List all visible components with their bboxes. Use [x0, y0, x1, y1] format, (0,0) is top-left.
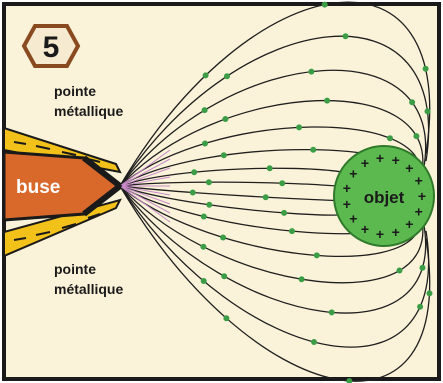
charged-particle — [221, 273, 228, 280]
charged-particle — [426, 290, 433, 297]
plus-charge: + — [361, 155, 369, 171]
charged-particle — [206, 201, 213, 208]
charged-particle — [298, 276, 305, 283]
charged-particle — [346, 378, 353, 383]
plus-charge: + — [343, 196, 351, 212]
charged-particle — [220, 152, 227, 159]
plus-charge: + — [349, 210, 357, 226]
plus-charge: + — [418, 188, 426, 204]
charged-particle — [201, 107, 208, 114]
charged-particle — [262, 194, 269, 201]
charged-particle — [311, 339, 317, 345]
charged-particle — [419, 264, 426, 271]
charged-particle — [266, 165, 273, 172]
plus-charge: + — [415, 173, 423, 189]
metal-tip-bottom-icon — [3, 198, 122, 258]
charged-particle — [224, 73, 230, 80]
charged-particle — [396, 267, 403, 274]
object-circle-icon — [333, 145, 435, 247]
charged-particle — [200, 243, 207, 250]
plus-charge: + — [343, 180, 351, 196]
plus-charge: + — [392, 224, 400, 240]
charged-particle — [296, 124, 303, 131]
plus-charge: + — [376, 150, 384, 166]
spray-line — [119, 158, 171, 187]
nozzle-label: buse — [16, 177, 60, 198]
field-line — [119, 1, 431, 187]
spray-cone — [119, 149, 171, 223]
nozzle-icon — [2, 150, 123, 222]
charged-particle — [289, 228, 295, 235]
charged-particle — [321, 1, 328, 8]
tip-bottom-label-line2: métallique — [54, 281, 123, 297]
plus-charge: + — [361, 221, 369, 237]
tip-top-label-line2: métallique — [54, 103, 123, 119]
charged-particle — [202, 72, 209, 79]
plus-charge: + — [376, 226, 384, 242]
spray-line — [119, 185, 171, 214]
charged-particle — [202, 140, 208, 147]
charged-particle — [424, 108, 431, 115]
charged-particle — [324, 97, 331, 104]
spray-line — [119, 176, 171, 187]
step-number: 5 — [43, 31, 60, 64]
field-line — [119, 69, 427, 187]
charged-particle — [409, 99, 416, 106]
charged-particle — [422, 65, 429, 72]
step-badge-icon — [21, 24, 81, 68]
charged-particle — [417, 303, 424, 310]
charged-particle — [191, 169, 198, 176]
field-line — [119, 185, 431, 382]
object-label: objet — [364, 188, 405, 207]
charged-particle — [308, 68, 315, 75]
charged-particle — [205, 179, 212, 186]
spray-line — [119, 185, 171, 223]
charged-particle — [222, 116, 229, 122]
field-line — [119, 185, 424, 284]
field-line — [119, 35, 430, 187]
spray-line — [119, 185, 171, 205]
tip-bottom-label-line1: pointe — [54, 261, 96, 277]
charged-particle — [200, 278, 207, 284]
spray-line — [119, 167, 171, 187]
particles — [189, 1, 433, 383]
spray-line — [119, 185, 171, 196]
charged-particle — [223, 315, 230, 322]
charged-particle — [387, 135, 393, 142]
plus-charge: + — [405, 160, 413, 176]
plus-charge: + — [392, 152, 400, 168]
plus-charge: + — [405, 216, 413, 232]
charged-particle — [313, 252, 320, 259]
charged-particle — [413, 133, 420, 140]
field-line — [119, 185, 427, 314]
spray-line — [119, 149, 171, 187]
charged-particle — [281, 209, 288, 216]
plus-charge: + — [415, 204, 423, 220]
tip-top-label-line1: pointe — [54, 83, 96, 99]
plus-charge: + — [349, 166, 357, 182]
charged-particle — [220, 234, 227, 241]
charged-particle — [342, 33, 349, 40]
charged-particle — [189, 189, 196, 196]
charged-particle — [310, 146, 317, 153]
charged-particle — [328, 309, 335, 316]
object-charges: +++++++++++++++ — [343, 150, 426, 242]
charged-particle — [200, 213, 207, 220]
charged-particle — [279, 180, 286, 187]
field-line — [119, 185, 430, 348]
